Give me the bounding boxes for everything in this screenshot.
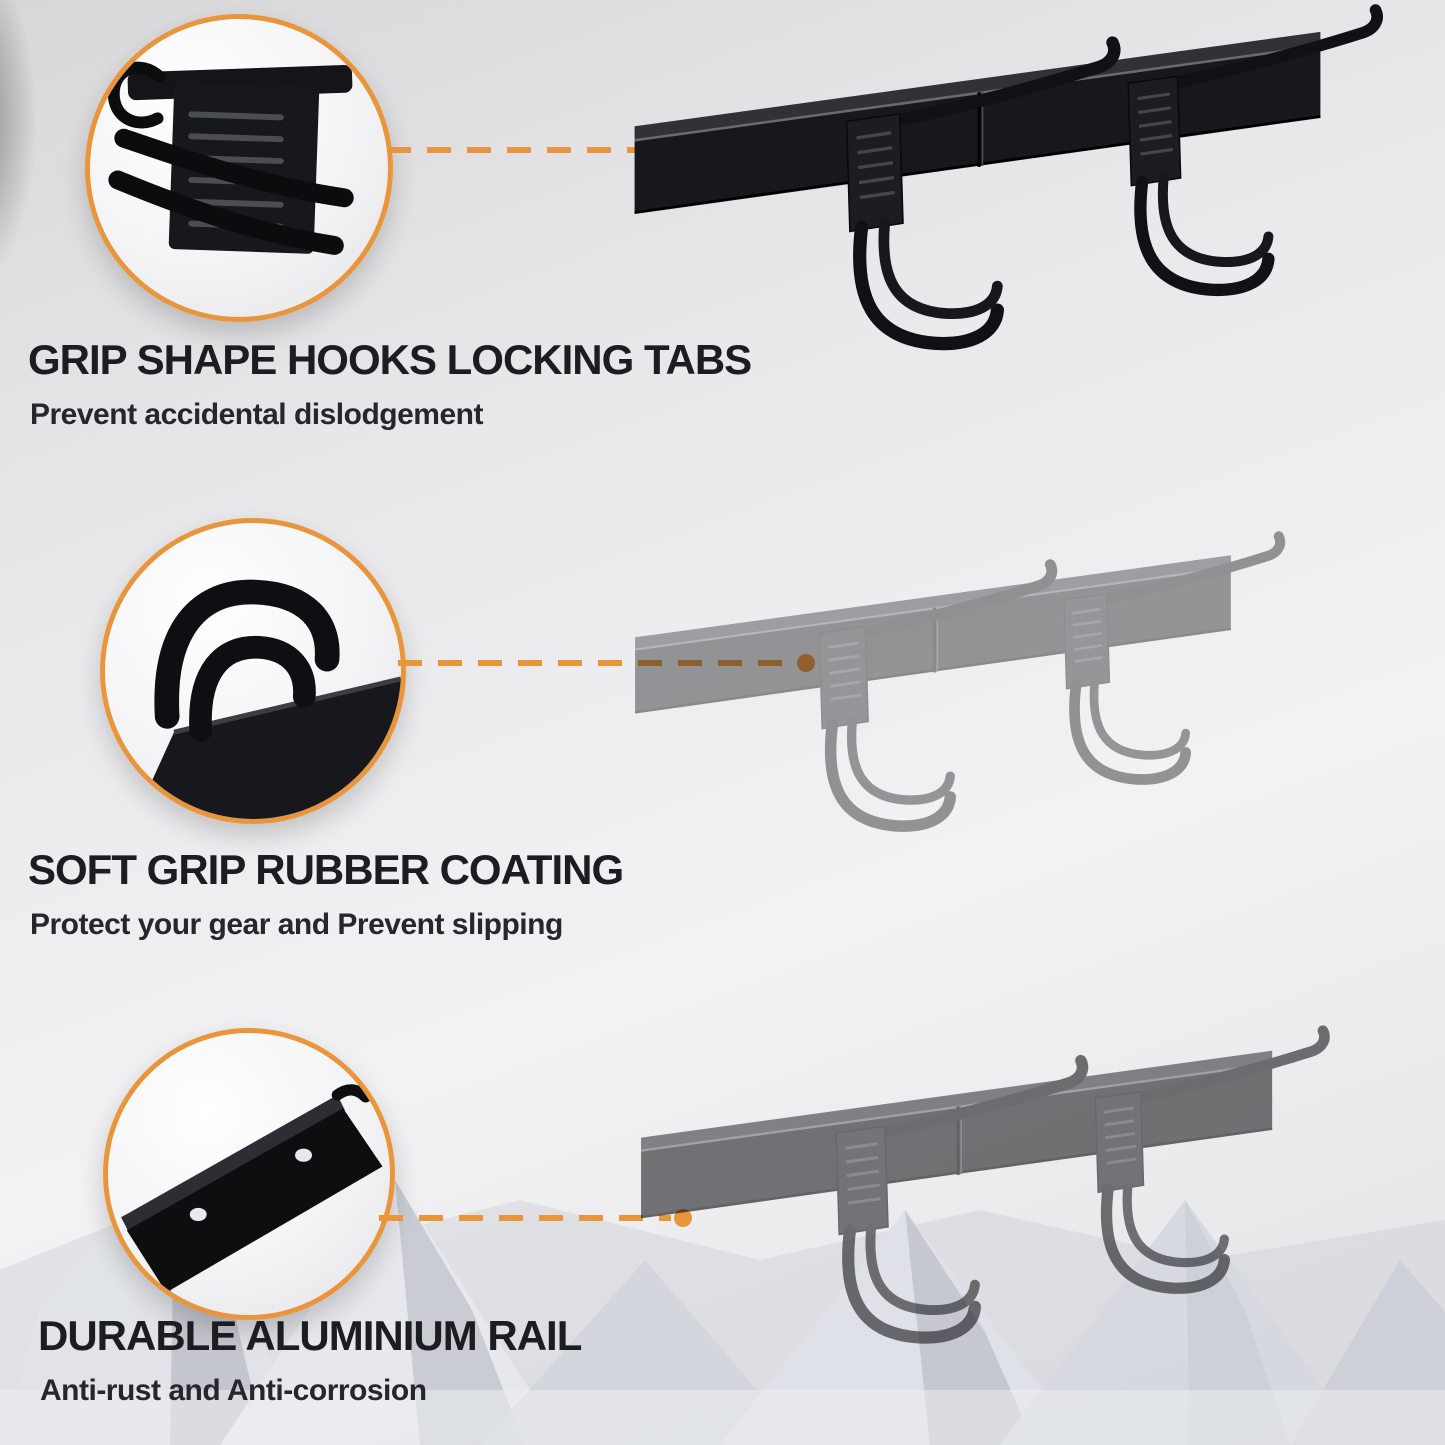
aluminium-rail-callout: [103, 1028, 395, 1320]
feature-title: DURABLE ALUMINIUM RAIL: [38, 1312, 582, 1359]
locking-tab-closeup-icon: [107, 61, 354, 255]
feature-title: GRIP SHAPE HOOKS LOCKING TABS: [28, 336, 752, 383]
photo-edge-shadow: [0, 0, 36, 290]
callout-connector-line: [379, 1209, 692, 1227]
feature-subtitle: Prevent accidental dislodgement: [30, 398, 483, 431]
product-rack-image-faded: [630, 1005, 1332, 1348]
aluminium-rail-closeup-icon: [121, 1084, 383, 1304]
product-rack-image-faded: [625, 512, 1287, 836]
rubber-coating-callout: [100, 518, 406, 824]
locking-tabs-callout: [85, 14, 393, 322]
product-rack-image: [623, 0, 1385, 355]
rubber-coated-hook-closeup-icon: [134, 579, 401, 819]
feature-subtitle: Protect your gear and Prevent slipping: [30, 908, 563, 941]
feature-subtitle: Anti-rust and Anti-corrosion: [40, 1374, 427, 1407]
mountains-background: [0, 1150, 1445, 1445]
feature-title: SOFT GRIP RUBBER COATING: [28, 846, 624, 893]
connector-endpoint-dot: [674, 1209, 692, 1227]
